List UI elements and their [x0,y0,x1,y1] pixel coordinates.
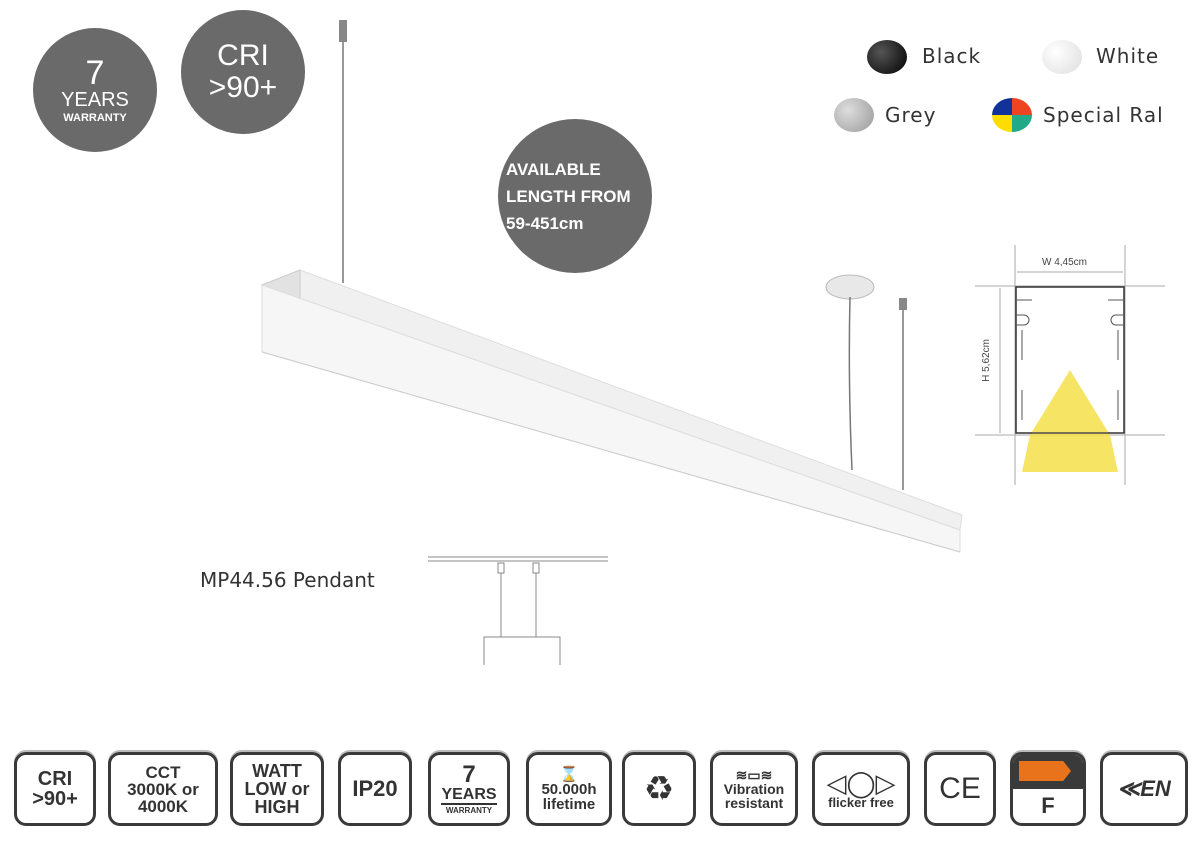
icon-text: HIGH [254,797,300,817]
icon-text: 7 [462,761,476,788]
icon-text: 3000K or [127,779,199,799]
vibration-wave-icon: ≋▭≋ [735,767,773,783]
length-line: AVAILABLE [506,159,601,179]
icon-text: 4000K [137,796,189,816]
warranty-badge: 7 YEARS WARRANTY [33,28,157,152]
color-swatch-grey [834,98,874,132]
icon-text: YEARS [441,786,497,805]
icon-text: F [1041,793,1055,818]
icon-text: WARRANTY [445,806,493,815]
icon-text: CE [939,772,981,805]
icon-text: 50.000h [541,780,597,798]
icon-text: CCT [145,762,181,782]
icon-text: Vibration [723,781,785,797]
cri-badge: CRI >90+ [181,10,305,134]
color-label: Grey [885,103,937,127]
hourglass-icon: ⌛ [559,765,579,783]
color-swatch-special-ral [992,98,1032,132]
energy-bar [1013,755,1083,789]
icon-text: >90+ [32,788,78,810]
icon-text: resistant [724,795,784,811]
icon-text: lifetime [542,795,596,813]
eye-icon: ◁◯▷ [826,767,896,798]
length-line: 59-451cm [506,213,584,233]
height-dimension: H 5,62cm [980,339,992,382]
cri-label: CRI [217,39,269,72]
icon-text: IP20 [352,776,398,801]
color-swatch-black [867,40,907,74]
icon-text: WATT [252,761,302,781]
ip20-icon: IP20 [338,752,412,826]
warranty-years: YEARS [61,88,129,111]
product-name: MP44.56 Pendant [200,568,375,592]
color-label: White [1096,44,1160,68]
length-line: LENGTH FROM [506,186,631,206]
eco-hand-globe-icon: ♻ [622,752,696,826]
enec-logo: ≪EN [1117,776,1171,801]
ce-mark-icon: CE [924,752,996,826]
warranty-label: WARRANTY [63,111,127,124]
warranty-number: 7 [85,53,105,92]
flicker-free-icon: ◁◯▷flicker free [812,752,910,826]
length-badge: AVAILABLE LENGTH FROM 59-451cm [498,119,652,273]
cri-value: >90+ [208,71,278,104]
cross-section-diagram [975,245,1165,485]
color-label: Black [922,44,982,68]
icon-text: flicker free [828,794,894,810]
cri-icon: CRI>90+ [14,752,96,826]
icon-text: LOW or [244,779,310,799]
lamp-illustration [260,20,963,665]
width-dimension: W 4,45cm [1042,257,1088,268]
color-label: Special Ral [1043,103,1164,127]
enec-icon: ≪EN [1100,752,1188,826]
color-swatch-white [1042,40,1082,74]
icon-text: CRI [37,768,73,790]
energy-class-icon: F [1010,752,1086,826]
